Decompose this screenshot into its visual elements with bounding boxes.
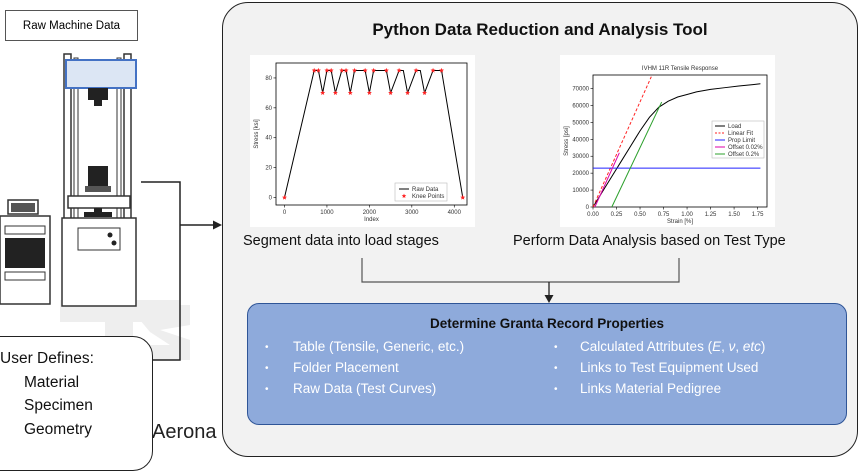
series-line: [592, 83, 761, 208]
legend-label: Knee Points: [412, 194, 444, 200]
user-defines-geometry: Geometry: [24, 421, 93, 438]
knee-point: [332, 90, 338, 95]
granta-item-attributes: Calculated Attributes (E, ν, etc): [580, 339, 766, 354]
y-tick-label: 20000: [572, 171, 589, 177]
y-tick-label: 80: [265, 76, 272, 82]
knee-point: [347, 90, 353, 95]
panel-title: Python Data Reduction and Analysis Tool: [372, 20, 708, 39]
legend-star-knee: [401, 193, 407, 198]
y-tick-label: 40: [265, 136, 272, 142]
legend-box: [394, 182, 448, 202]
x-axis-label: Strain [%]: [667, 219, 693, 225]
bullet-icon: •: [265, 342, 269, 353]
knee-point: [328, 67, 334, 73]
tensile-response-chart: 0.00 0.25 0.50 0.75 1.00 1.25 1.50 1.75 0 10000 20…: [560, 55, 775, 227]
series-line: [592, 76, 652, 208]
x-tick-label: 0: [283, 210, 287, 216]
y-tick-label: 10000: [572, 188, 589, 194]
plot-frame: [275, 62, 468, 206]
knee-point: [362, 67, 368, 73]
x-tick-label: 1000: [320, 210, 334, 216]
legend-label: Offset 0.2%: [728, 152, 760, 158]
knee-point: [371, 67, 377, 73]
knee-point: [396, 67, 402, 73]
user-defines-material: Material: [24, 374, 80, 391]
knee-point: [430, 67, 436, 73]
x-tick-label: 4000: [448, 210, 462, 216]
y-tick-label: 20: [265, 166, 272, 172]
bullet-icon: •: [554, 342, 558, 353]
user-defines-box: [0, 336, 153, 471]
x-tick-label: 0.75: [658, 212, 670, 218]
knee-point: [405, 90, 411, 95]
knee-point: [320, 90, 326, 95]
knee-point: [383, 67, 389, 73]
series-line: [284, 69, 464, 198]
x-tick-label: 1.00: [681, 212, 693, 218]
knee-point: [352, 67, 357, 73]
bullet-icon: •: [265, 363, 269, 374]
legend-label: Prop Limit: [728, 138, 755, 144]
bullet-icon: •: [554, 363, 558, 374]
granta-item-table: Table (Tensile, Generic, etc.): [293, 339, 465, 354]
bullet-icon: •: [265, 384, 269, 395]
knee-point: [422, 90, 428, 95]
legend-label: Offset 0.02%: [728, 145, 763, 151]
knee-point: [339, 67, 345, 73]
series-line: [594, 152, 620, 208]
x-tick-label: 3000: [405, 210, 419, 216]
legend-label: Raw Data: [412, 187, 439, 193]
y-axis-label: Stress [psi]: [564, 126, 570, 156]
y-tick-label: 60: [265, 106, 272, 112]
granta-properties-box: [247, 303, 847, 425]
granta-item-pedigree: Links Material Pedigree: [580, 381, 722, 396]
x-axis-label: Index: [364, 217, 379, 223]
legend-label: Linear Fit: [728, 131, 753, 137]
y-tick-label: 50000: [572, 120, 589, 126]
bullet-icon: •: [554, 384, 558, 395]
knee-point: [343, 67, 349, 73]
legend-label: Load: [728, 124, 741, 130]
y-tick-label: 30000: [572, 154, 589, 160]
x-tick-label: 1.50: [728, 212, 740, 218]
granta-item-equipment: Links to Test Equipment Used: [580, 360, 759, 375]
y-tick-label: 0: [586, 205, 590, 211]
knee-point: [460, 194, 466, 200]
y-tick-label: 70000: [572, 87, 589, 93]
user-defines-specimen: Specimen: [24, 397, 93, 414]
knee-point: [311, 67, 317, 73]
chart-title: IVHM 11R Tensile Response: [642, 66, 719, 72]
raw-machine-data-label: Raw Machine Data: [5, 10, 138, 41]
y-axis-label: Stress [ksi]: [254, 119, 260, 149]
test-machine-illustration: [0, 53, 137, 307]
knee-point: [315, 67, 321, 73]
x-tick-label: 0.50: [634, 212, 646, 218]
analysis-caption: Perform Data Analysis based on Test Type: [513, 233, 786, 249]
y-tick-label: 40000: [572, 137, 589, 143]
series-line: [611, 101, 663, 208]
knee-point: [324, 67, 330, 73]
aeronautics-text-fragment: Aerona: [152, 421, 217, 443]
granta-title: Determine Granta Record Properties: [429, 316, 665, 331]
knee-point: [388, 90, 394, 95]
granta-item-folder: Folder Placement: [293, 360, 399, 375]
knee-point: [282, 194, 287, 200]
plot-frame: [592, 74, 768, 208]
segment-caption: Segment data into load stages: [243, 233, 439, 249]
x-tick-label: 1.75: [752, 212, 764, 218]
knee-point: [366, 90, 372, 95]
knee-point: [439, 67, 445, 73]
y-tick-label: 60000: [572, 103, 589, 109]
x-tick-label: 2000: [363, 210, 377, 216]
x-tick-label: 1.25: [705, 212, 717, 218]
user-defines-title: User Defines:: [0, 350, 94, 367]
x-tick-label: 0.25: [611, 212, 623, 218]
x-tick-label: 0.00: [587, 212, 599, 218]
granta-item-raw-data: Raw Data (Test Curves): [293, 381, 437, 396]
knee-point: [413, 67, 419, 73]
y-tick-label: 0: [269, 196, 273, 202]
